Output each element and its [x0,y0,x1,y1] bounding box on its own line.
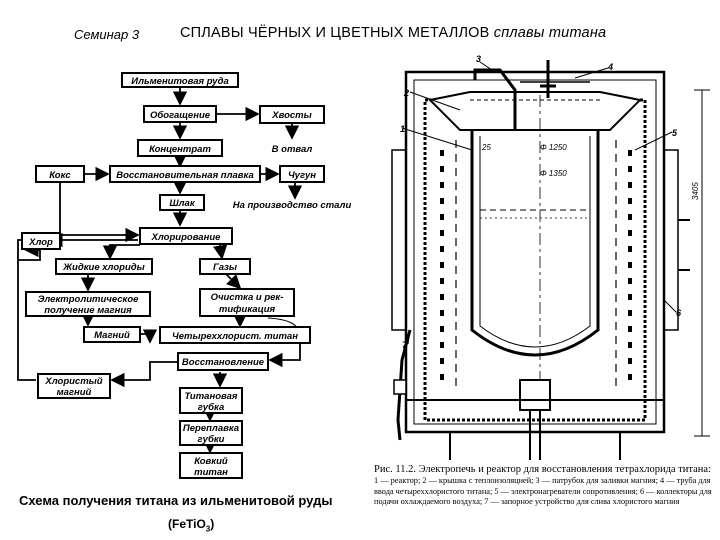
node-ticl4: Четыреххлорист. титан [159,326,311,344]
svg-text:губка: губка [198,402,225,413]
node-electrolytic: Электролитическое получение магния [25,291,151,317]
svg-text:Переплавка: Переплавка [183,423,239,434]
dim-1350: Φ 1350 [540,169,567,178]
svg-text:Чугун: Чугун [288,170,316,181]
title-text: СПЛАВЫ ЧЁРНЫХ И ЦВЕТНЫХ МЕТАЛЛОВ [180,25,490,41]
node-purification: Очистка и рек- тификация [199,288,295,317]
node-malleable: Ковкий титан [179,452,243,479]
svg-text:тификация: тификация [219,304,276,315]
svg-text:Концентрат: Концентрат [149,144,211,155]
svg-text:Хлористый: Хлористый [44,376,102,387]
label-2: 2 [403,88,409,98]
node-chlorination: Хлорирование [139,227,233,245]
figure-caption-description: 1 — реактор; 2 — крышка с теплоизоляцией… [374,476,712,506]
seminar-label: Семинар 3 [74,27,140,42]
node-gases: Газы [199,258,251,275]
svg-text:Шлак: Шлак [169,198,195,209]
svg-text:Хвосты: Хвосты [271,110,311,121]
svg-text:Восстановительная плавка: Восстановительная плавка [116,170,254,181]
label-7: 7 [402,340,408,350]
node-steel-use: На производство стали [233,200,352,211]
svg-text:Кокс: Кокс [49,170,71,181]
dim-25: 25 [481,143,491,152]
node-concentrate: Концентрат [137,139,223,157]
node-chlorine: Хлор [21,232,61,250]
dim-1250: Φ 1250 [540,143,567,152]
flowchart-caption: Схема получения титана из ильменитовой р… [19,493,333,508]
node-tails: Хвосты [259,105,325,124]
flow-connectors [17,87,303,454]
svg-text:Ильменитовая руда: Ильменитовая руда [131,76,229,87]
node-magnesium: Магний [83,326,141,343]
svg-text:Титановая: Титановая [184,391,237,402]
svg-text:Обогащение: Обогащение [150,110,211,121]
svg-text:Хлор: Хлор [28,237,53,248]
svg-text:магний: магний [57,387,92,398]
svg-text:Четыреххлорист. титан: Четыреххлорист. титан [172,331,298,342]
svg-text:губки: губки [198,434,225,445]
node-sponge: Титановая губка [179,387,243,414]
figure-caption: Рис. 11.2. Электропечь и реактор для вос… [374,464,714,508]
svg-text:Газы: Газы [213,262,237,273]
reactor-drawing: 1 2 3 4 5 6 7 25 Φ 1250 Φ 1350 3405 [391,54,710,460]
svg-text:получение магния: получение магния [44,305,132,316]
node-smelting: Восстановительная плавка [109,165,261,183]
node-remelt: Переплавка губки [179,420,243,446]
label-5: 5 [672,128,678,138]
node-liquid-chlorides: Жидкие хлориды [55,258,153,275]
svg-text:Жидкие хлориды: Жидкие хлориды [62,262,145,273]
svg-text:Очистка и рек-: Очистка и рек- [211,292,284,303]
title-subtitle: сплавы титана [493,25,607,41]
ore-formula: (FeTiO3) [168,517,215,534]
svg-text:титан: титан [194,467,228,478]
node-slag: Шлак [159,194,205,211]
slide-header: Семинар 3 СПЛАВЫ ЧЁРНЫХ И ЦВЕТНЫХ МЕТАЛЛ… [0,18,720,42]
svg-text:Магний: Магний [94,330,130,341]
node-iron: Чугун [279,165,325,183]
node-dump: В отвал [272,144,313,155]
label-6: 6 [676,308,682,318]
svg-text:Электролитическое: Электролитическое [38,294,140,305]
label-4: 4 [607,62,613,72]
svg-text:Хлорирование: Хлорирование [151,232,222,243]
label-1: 1 [400,124,405,134]
node-ore: Ильменитовая руда [121,72,239,88]
svg-text:Ковкий: Ковкий [194,456,228,467]
titanium-flowchart: Ильменитовая руда Обогащение Хвосты Конц… [17,72,352,479]
label-3: 3 [476,54,481,64]
slide-title: СПЛАВЫ ЧЁРНЫХ И ЦВЕТНЫХ МЕТАЛЛОВ сплавы … [180,25,606,41]
node-reduction: Восстановление [177,352,269,371]
node-coke: Кокс [35,165,85,183]
node-enrichment: Обогащение [143,105,217,123]
node-mgcl2: Хлористый магний [37,373,111,399]
dim-height: 3405 [691,182,700,200]
figure-caption-title: Рис. 11.2. Электропечь и реактор для вос… [374,464,711,475]
svg-text:Восстановление: Восстановление [182,357,265,368]
